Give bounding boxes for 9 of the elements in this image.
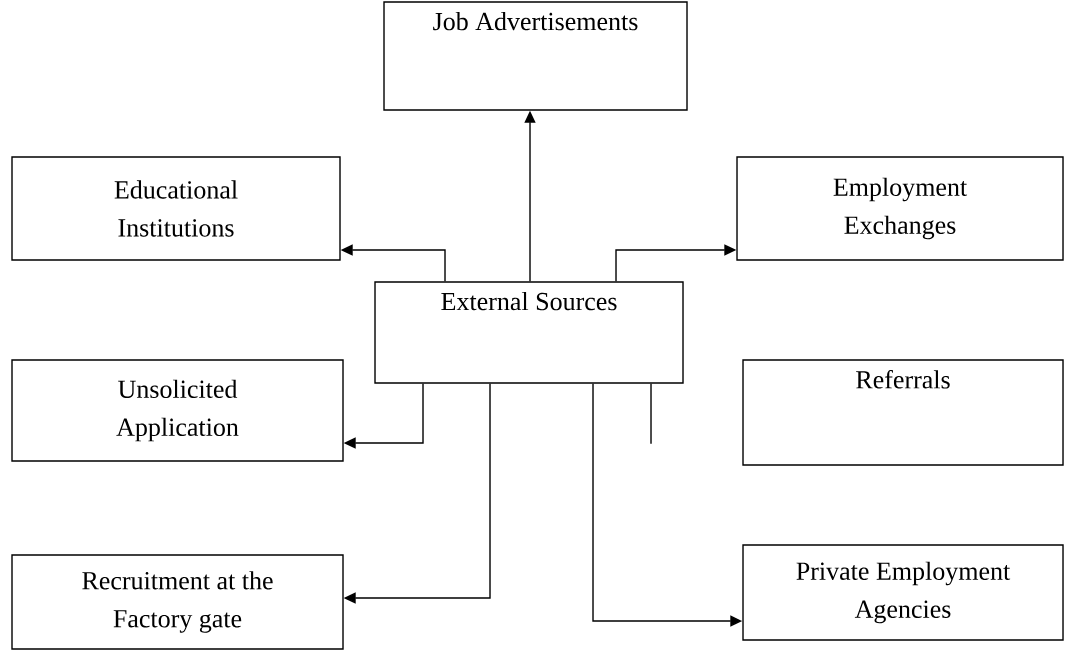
text-box: External Sources bbox=[374, 281, 684, 384]
line bbox=[650, 383, 652, 445]
text-box: Recruitment at the Factory gate bbox=[11, 554, 344, 650]
text-box: Employment Exchanges bbox=[736, 156, 1064, 261]
text-box: Unsolicited Application bbox=[11, 359, 344, 462]
text-box: Private Employment Agencies bbox=[742, 544, 1064, 641]
text-box: Educational Institutions bbox=[11, 156, 341, 261]
text-box: Referrals bbox=[742, 359, 1064, 466]
text-box: Job Advertisements bbox=[383, 1, 688, 111]
